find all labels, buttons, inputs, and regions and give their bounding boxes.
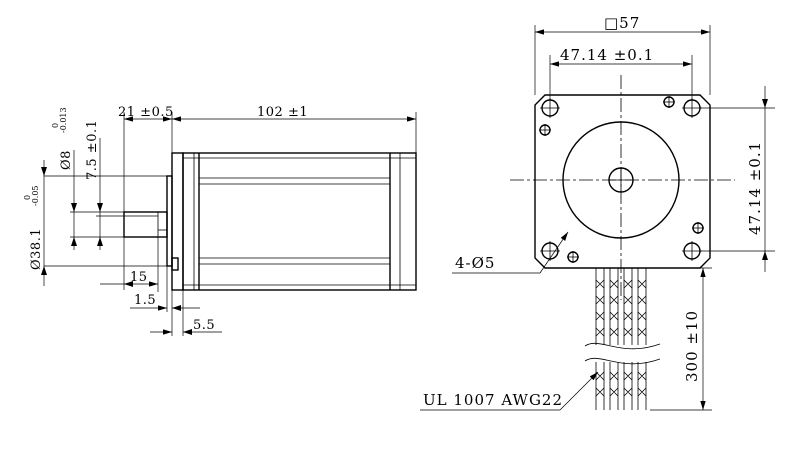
mount-hole-br [682,222,704,261]
lead-wires [584,268,661,410]
pilot-boss [166,175,173,267]
front-view: □57 47.14 ±0.1 47.14 ±0.1 4-Ø5 [420,14,775,411]
body-length-label: 102 ±1 [257,105,308,120]
pilot-dia-tol-lower: -0.05 [31,185,40,206]
shaft-dia-label: Ø8 [59,150,74,170]
pilot-dia-label: Ø38.1 [29,228,44,270]
flat-length-label: 15 [130,270,148,285]
lead-length-label: 300 ±10 [683,310,701,382]
shaft-dia-tol-lower: -0.013 [59,107,68,133]
motor-shaft [123,211,168,238]
motor-body [182,152,417,291]
flange-thickness-label: 5.5 [193,318,215,333]
pilot-circle [562,121,680,239]
mount-holes-label: 4-Ø5 [455,254,495,272]
side-view: 21 ±0.5 102 ±1 Ø38.1 0 -0.05 Ø8 0 -0.013… [23,105,417,336]
frame-size-label: □57 [604,14,640,32]
pilot-dia-tol-upper: 0 [23,195,32,200]
mount-hole-tl [539,98,560,136]
wire-spec-label: UL 1007 AWG22 [423,391,563,409]
pilot-height-label: 1.5 [134,293,156,308]
flat-depth-label: 7.5 ±0.1 [85,120,100,180]
hole-spacing-v-label: 47.14 ±0.1 [746,141,764,235]
shaft-dia-tol-upper: 0 [51,123,60,128]
shaft-length-label: 21 ±0.5 [118,105,174,120]
mount-hole-bl [540,241,579,263]
mount-hole-tr [663,96,702,118]
hole-spacing-h-label: 47.14 ±0.1 [560,46,654,64]
